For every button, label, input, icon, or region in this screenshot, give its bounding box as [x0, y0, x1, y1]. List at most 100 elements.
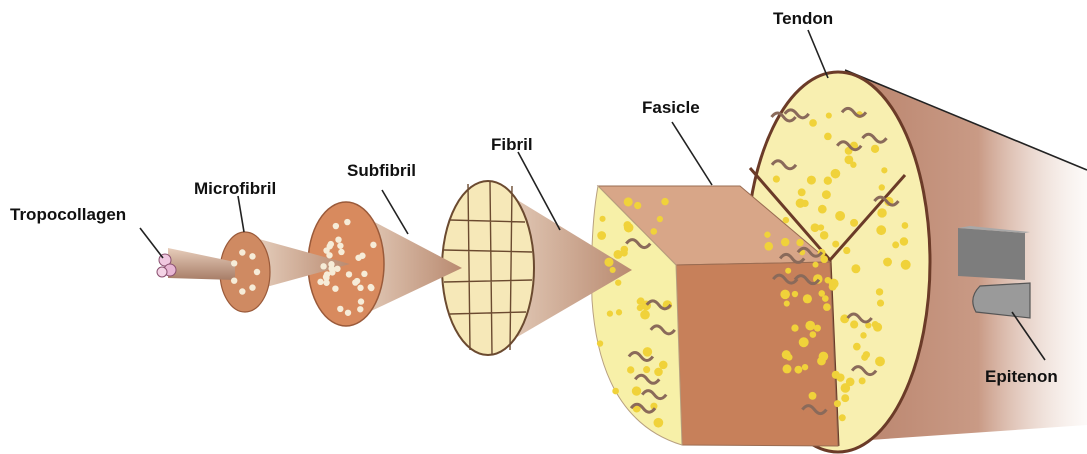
- subfibril-dot: [333, 223, 339, 229]
- subfibril-dot: [370, 242, 376, 248]
- subfibril-dot: [358, 298, 364, 304]
- subfibril-dot: [320, 263, 326, 269]
- tendon-dot: [805, 321, 815, 331]
- tendon-dot: [826, 113, 832, 119]
- tendon-dot: [876, 288, 883, 295]
- microfibril-dot: [254, 269, 260, 275]
- label-subfibril: Subfibril: [347, 161, 416, 180]
- tendon-dot: [799, 337, 809, 347]
- tendon-dot: [792, 291, 798, 297]
- tendon-dot: [879, 184, 885, 190]
- fasicle-dot: [654, 368, 663, 377]
- subfibril-dot: [332, 285, 338, 291]
- microfibril-dot: [249, 284, 255, 290]
- tendon-dot: [784, 301, 790, 307]
- tendon-dot: [783, 364, 792, 373]
- leader-microfibril: [238, 196, 244, 232]
- fasicle-dot: [624, 223, 634, 233]
- fasicle-dot: [621, 249, 628, 256]
- tendon-dot: [809, 392, 817, 400]
- label-fibril: Fibril: [491, 135, 533, 154]
- tendon-dot: [803, 294, 812, 303]
- subfibril-dot: [328, 241, 334, 247]
- fasicle-dot: [610, 267, 616, 273]
- leader-tendon: [808, 30, 828, 78]
- tendon-dot: [794, 366, 802, 374]
- tendon-dot: [822, 190, 831, 199]
- tendon-dot: [871, 145, 879, 153]
- tendon-dot: [791, 324, 798, 331]
- tendon-dot: [850, 320, 858, 328]
- microfibril-dot: [239, 249, 245, 255]
- fasicle-dot: [643, 347, 652, 356]
- fasicle-dot: [607, 311, 613, 317]
- microfibril-dot: [231, 277, 237, 283]
- tendon-dot: [822, 295, 829, 302]
- subfibril-dot: [338, 249, 344, 255]
- fasicle-dot: [661, 198, 668, 205]
- fasicle-dot: [627, 366, 634, 373]
- subfibril-dot: [359, 253, 365, 259]
- tendon-dot: [901, 260, 911, 270]
- tendon-dot: [876, 225, 886, 235]
- tendon-dot: [820, 231, 829, 240]
- tendon-dot: [824, 177, 832, 185]
- tendon-dot: [802, 364, 808, 370]
- microfibril-dot: [249, 253, 255, 259]
- tendon-dot: [811, 223, 820, 232]
- leader-tropocollagen: [140, 228, 163, 258]
- fasicle-dot: [657, 216, 663, 222]
- fasicle-dot: [612, 388, 619, 395]
- tendon-dot: [829, 283, 837, 291]
- fasicle-side-face: [676, 262, 838, 446]
- tendon-dot: [860, 332, 866, 338]
- fasicle-dot: [634, 202, 641, 209]
- fasicle-dot: [654, 418, 664, 428]
- tendon-dot: [851, 264, 860, 273]
- tendon-dot: [877, 208, 886, 217]
- tendon-dot: [823, 303, 831, 311]
- leader-subfibril: [382, 190, 408, 234]
- tendon-dot: [875, 356, 885, 366]
- tendon-dot: [818, 205, 827, 214]
- microfibril-dot: [231, 260, 237, 266]
- fasicle-dot: [632, 386, 641, 395]
- tendon-dot: [786, 354, 793, 361]
- subfibril-dot: [352, 279, 358, 285]
- subfibril-dot: [361, 271, 367, 277]
- subfibril-dot: [334, 266, 340, 272]
- tendon-dot: [902, 222, 909, 229]
- fasicle-dot: [650, 228, 657, 235]
- tendon-dot: [859, 377, 866, 384]
- subfibril-dot: [345, 310, 351, 316]
- tendon-dot: [781, 238, 789, 246]
- subfibril-dot: [368, 285, 374, 291]
- label-microfibril: Microfibril: [194, 179, 276, 198]
- tendon-dot: [780, 290, 790, 300]
- tendon-dot: [810, 331, 817, 338]
- tendon-dot: [844, 155, 853, 164]
- fasicle-dot: [597, 231, 606, 240]
- fasicle-dot: [624, 197, 633, 206]
- tendon-dot: [807, 176, 816, 185]
- fasicle-dot: [600, 216, 606, 222]
- tendon-dot: [819, 352, 829, 362]
- tendon-dot: [764, 242, 773, 251]
- fasicle-dot: [643, 366, 650, 373]
- tendon-dot: [824, 133, 832, 141]
- fasicle-dot: [659, 361, 668, 370]
- tendon-dot: [883, 258, 892, 267]
- microfibril-dot: [239, 288, 245, 294]
- tendon-dot: [835, 211, 845, 221]
- tendon-dot: [798, 188, 806, 196]
- tendon-dot: [850, 219, 858, 227]
- tendon-dot: [801, 200, 808, 207]
- tendon-dot: [892, 241, 899, 248]
- fasicle-dot: [640, 310, 650, 320]
- tendon-dot: [834, 400, 841, 407]
- fasicle-dot: [615, 280, 621, 286]
- subfibril-dot: [357, 306, 363, 312]
- tendon-dot: [839, 414, 846, 421]
- leader-fasicle: [672, 122, 712, 185]
